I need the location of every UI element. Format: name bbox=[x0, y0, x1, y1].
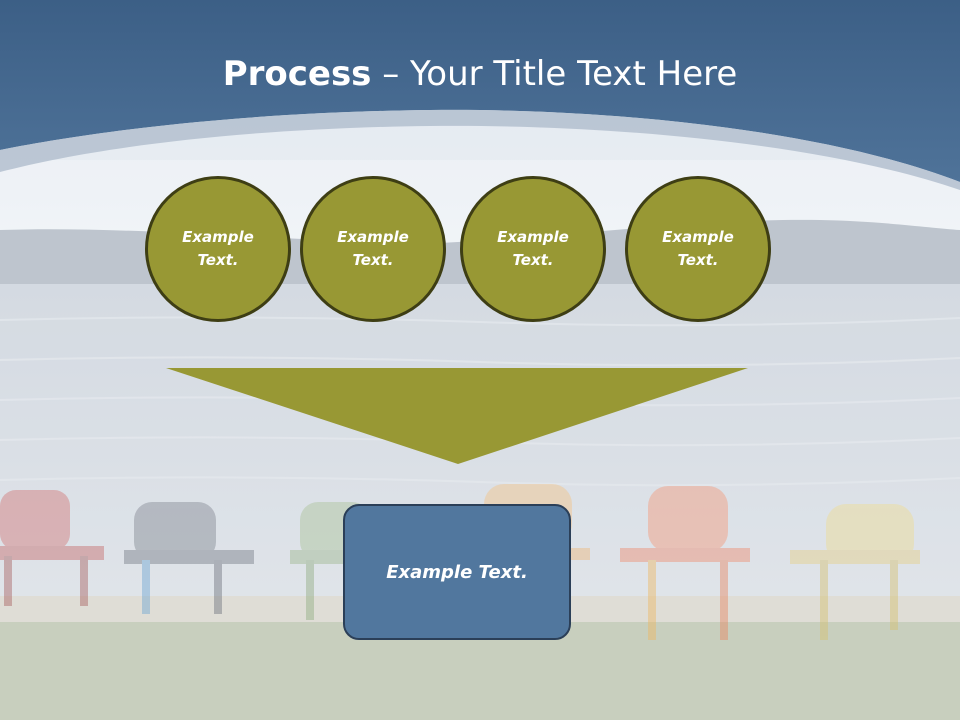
circle-1-line1: Example bbox=[182, 228, 254, 246]
circle-3-line1: Example bbox=[497, 228, 569, 246]
title-rest: – Your Title Text Here bbox=[371, 54, 738, 94]
result-box[interactable]: Example Text. bbox=[343, 504, 571, 640]
circle-3-line2: Text. bbox=[512, 251, 554, 269]
circle-1-line2: Text. bbox=[197, 251, 239, 269]
chair-icon-yellow bbox=[790, 504, 920, 640]
chair-icon-coral bbox=[620, 486, 750, 640]
result-box-label: Example Text. bbox=[386, 561, 528, 583]
circle-4-line2: Text. bbox=[677, 251, 719, 269]
circle-4-line1: Example bbox=[662, 228, 734, 246]
circle-2-line2: Text. bbox=[352, 251, 394, 269]
page-title: Process – Your Title Text Here bbox=[0, 52, 960, 96]
circle-2-line1: Example bbox=[337, 228, 409, 246]
title-bold: Process bbox=[222, 54, 372, 94]
chair-icon-red bbox=[0, 490, 104, 606]
chair-icon-gray bbox=[124, 502, 254, 614]
funnel-triangle[interactable] bbox=[166, 368, 748, 464]
